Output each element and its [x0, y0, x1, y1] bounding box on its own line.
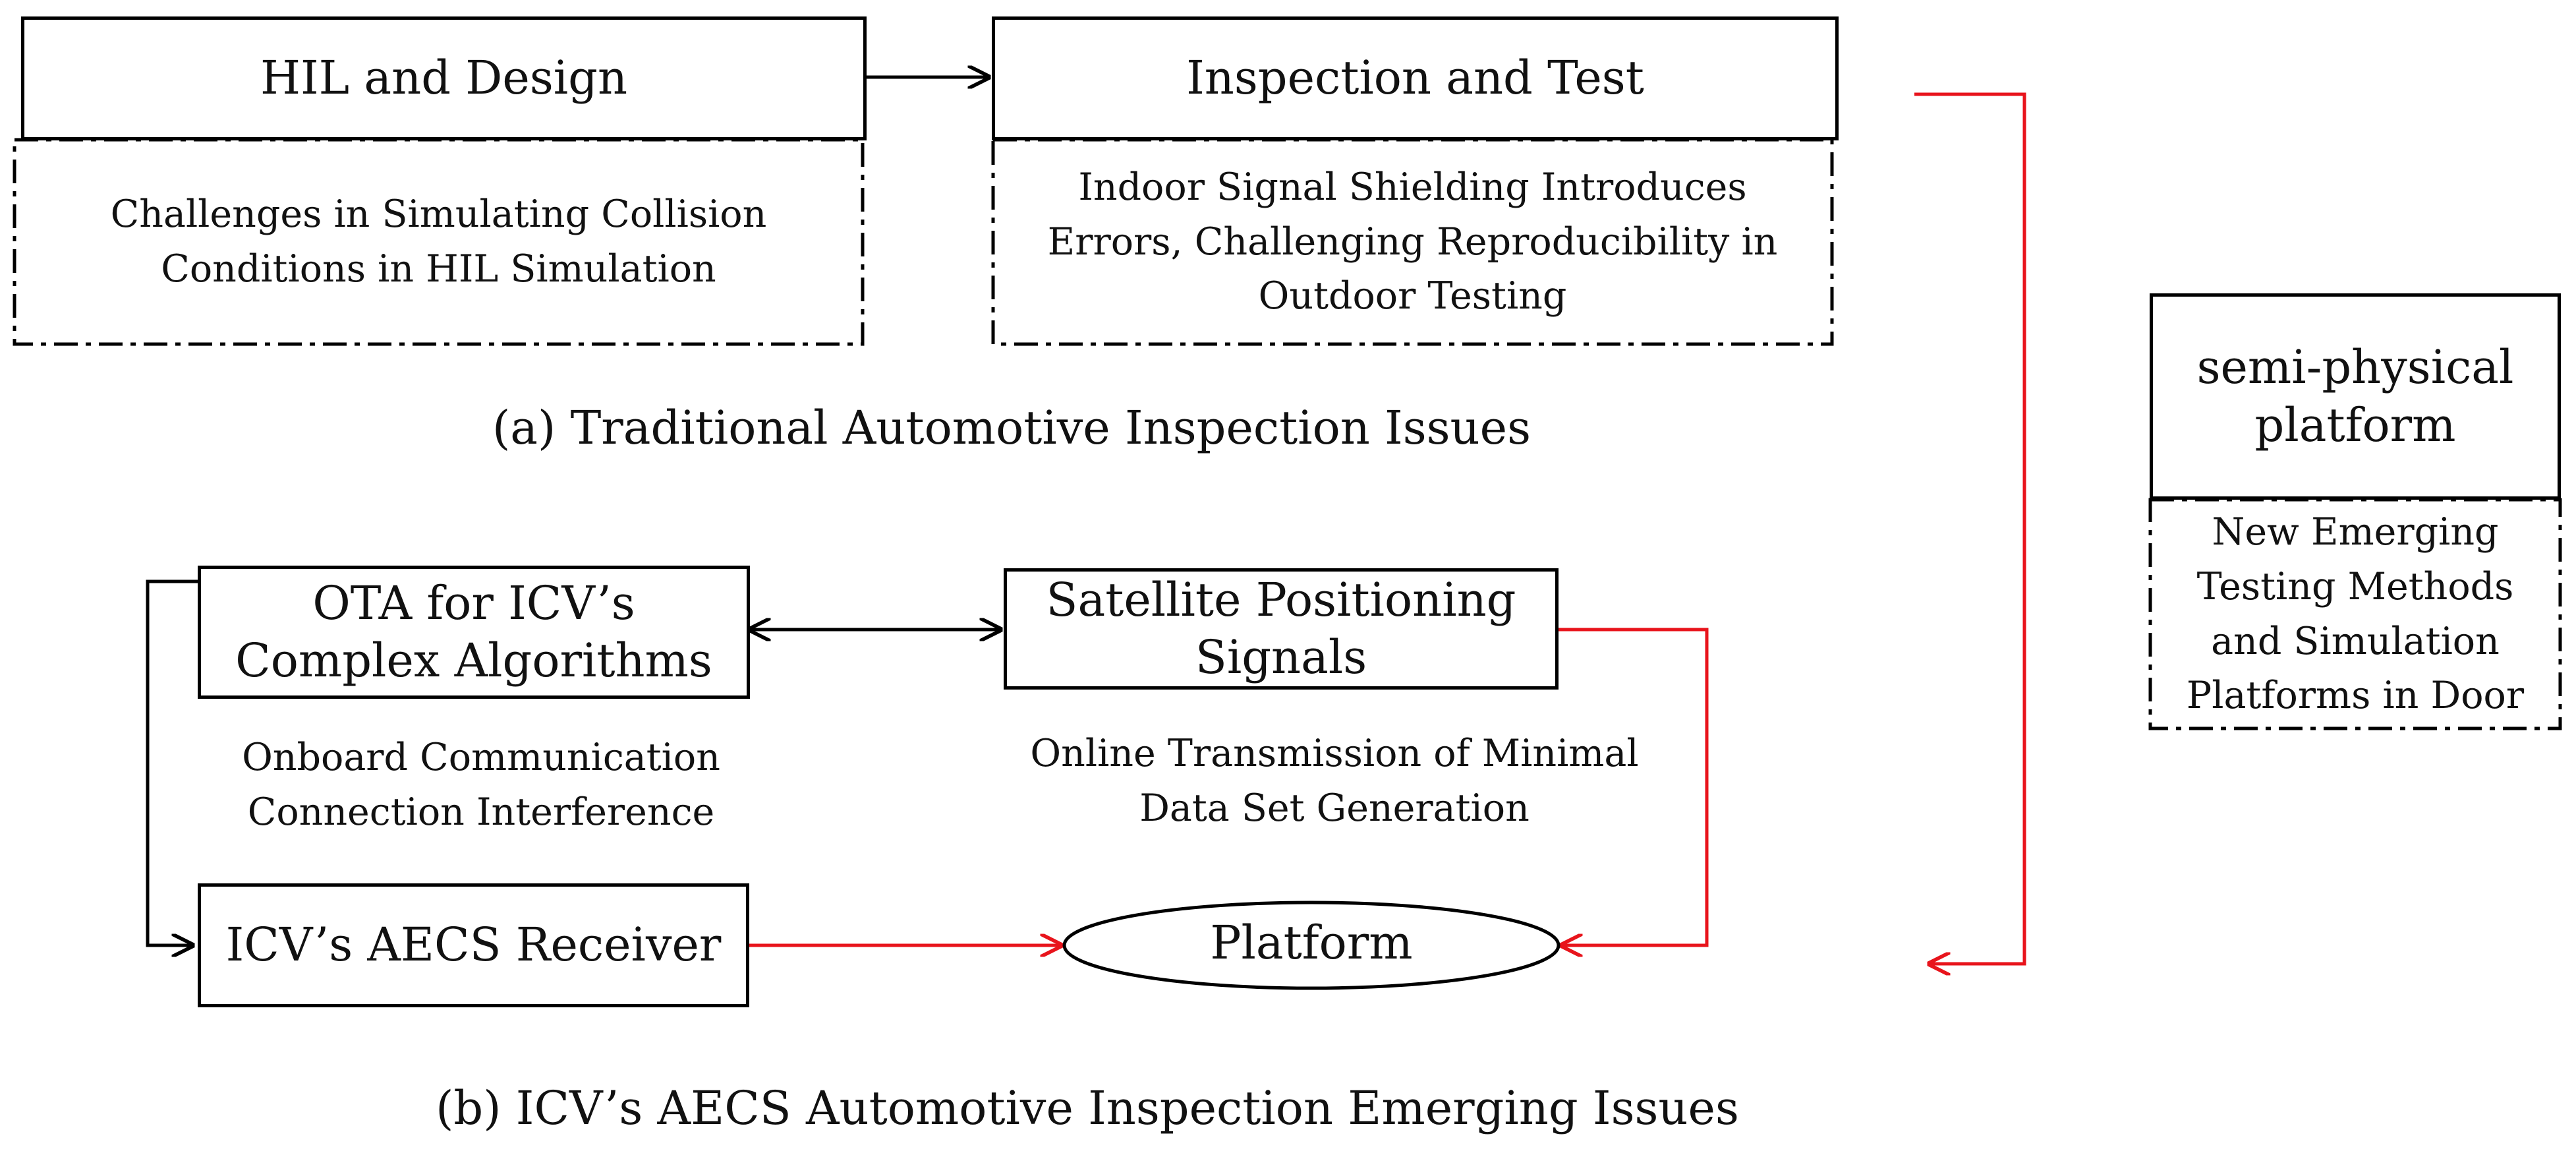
satellite-note: Online Transmission of Minimal Data Set …	[1030, 732, 1639, 830]
caption-b: (b) ICV’s AECS Automotive Inspection Eme…	[436, 1081, 1739, 1135]
ota-label: OTA for ICV’s Complex Algorithms	[235, 576, 712, 688]
semi-note-text: New Emerging Testing Methods and Simulat…	[2186, 510, 2525, 718]
inspection-test-label: Inspection and Test	[1186, 51, 1644, 105]
hil-note-text: Challenges in Simulating Collision Condi…	[110, 192, 767, 291]
hil-design-box: HIL and Design	[21, 16, 867, 140]
semi-physical-box: semi-physical platform	[2150, 293, 2561, 500]
section-a-to-section-b-arrow	[1914, 92, 2026, 964]
inspection-note: Indoor Signal Shielding Introduces Error…	[993, 140, 1832, 344]
satellite-box: Satellite Positioning Signals	[1004, 568, 1559, 690]
platform-label: Platform	[1210, 916, 1413, 970]
satellite-label: Satellite Positioning Signals	[1046, 572, 1516, 685]
satellite-to-platform-arrow	[1559, 628, 1709, 945]
hil-note: Challenges in Simulating Collision Condi…	[14, 140, 863, 344]
ota-to-receiver-arrow	[146, 579, 198, 945]
receiver-box: ICV’s AECS Receiver	[198, 883, 749, 1007]
hil-design-label: HIL and Design	[260, 51, 628, 105]
ota-note: Onboard Communication Connection Interfe…	[242, 736, 720, 834]
semi-note: New Emerging Testing Methods and Simulat…	[2150, 500, 2560, 728]
inspection-note-text: Indoor Signal Shielding Introduces Error…	[1047, 165, 1778, 318]
semi-note-frame	[2148, 498, 2562, 730]
ota-box: OTA for ICV’s Complex Algorithms	[198, 566, 750, 699]
inspection-test-box: Inspection and Test	[992, 16, 1839, 140]
caption-a: (a) Traditional Automotive Inspection Is…	[492, 401, 1531, 455]
semi-physical-label: semi-physical platform	[2196, 340, 2514, 452]
platform-ellipse	[1062, 901, 1560, 990]
receiver-label: ICV’s AECS Receiver	[225, 918, 722, 972]
